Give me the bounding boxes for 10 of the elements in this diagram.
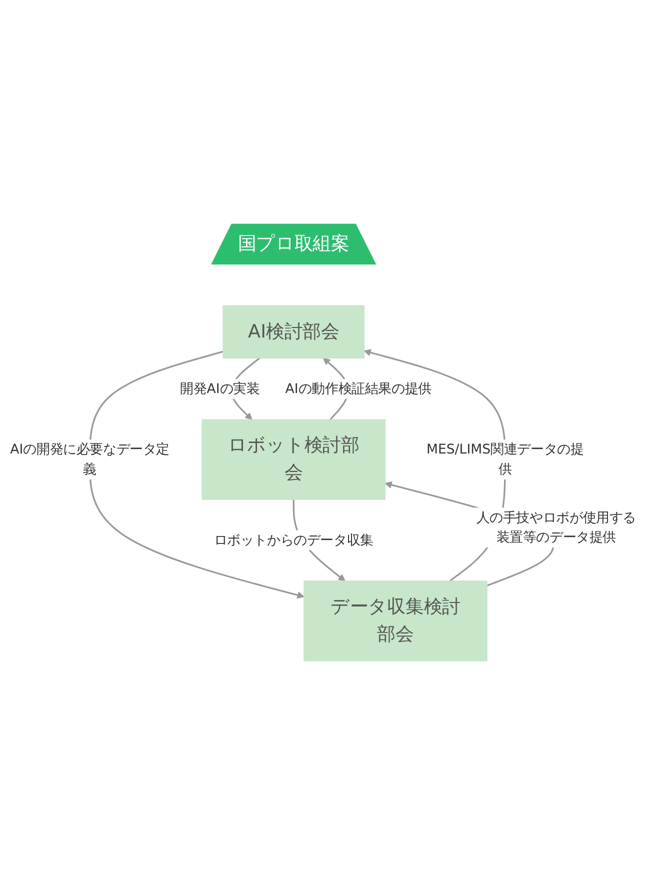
edge-label: MES/LIMS関連データの提供: [426, 441, 584, 478]
node-box: データ収集検討部会: [304, 580, 488, 662]
arrow: [89, 350, 304, 599]
edge-label: AIの開発に必要なデータ定義: [10, 441, 170, 478]
edge-label: 人の手技やロボが使用する装置等のデータ提供: [476, 509, 636, 546]
edge-label: ロボットからのデータ収集: [214, 532, 374, 548]
node-box: AI検討部会: [222, 305, 365, 358]
edge-label: AIの動作検証結果の提供: [285, 380, 432, 396]
edge-label: 開発AIの実装: [180, 380, 260, 396]
node-box: ロボット検討部会: [202, 419, 386, 500]
